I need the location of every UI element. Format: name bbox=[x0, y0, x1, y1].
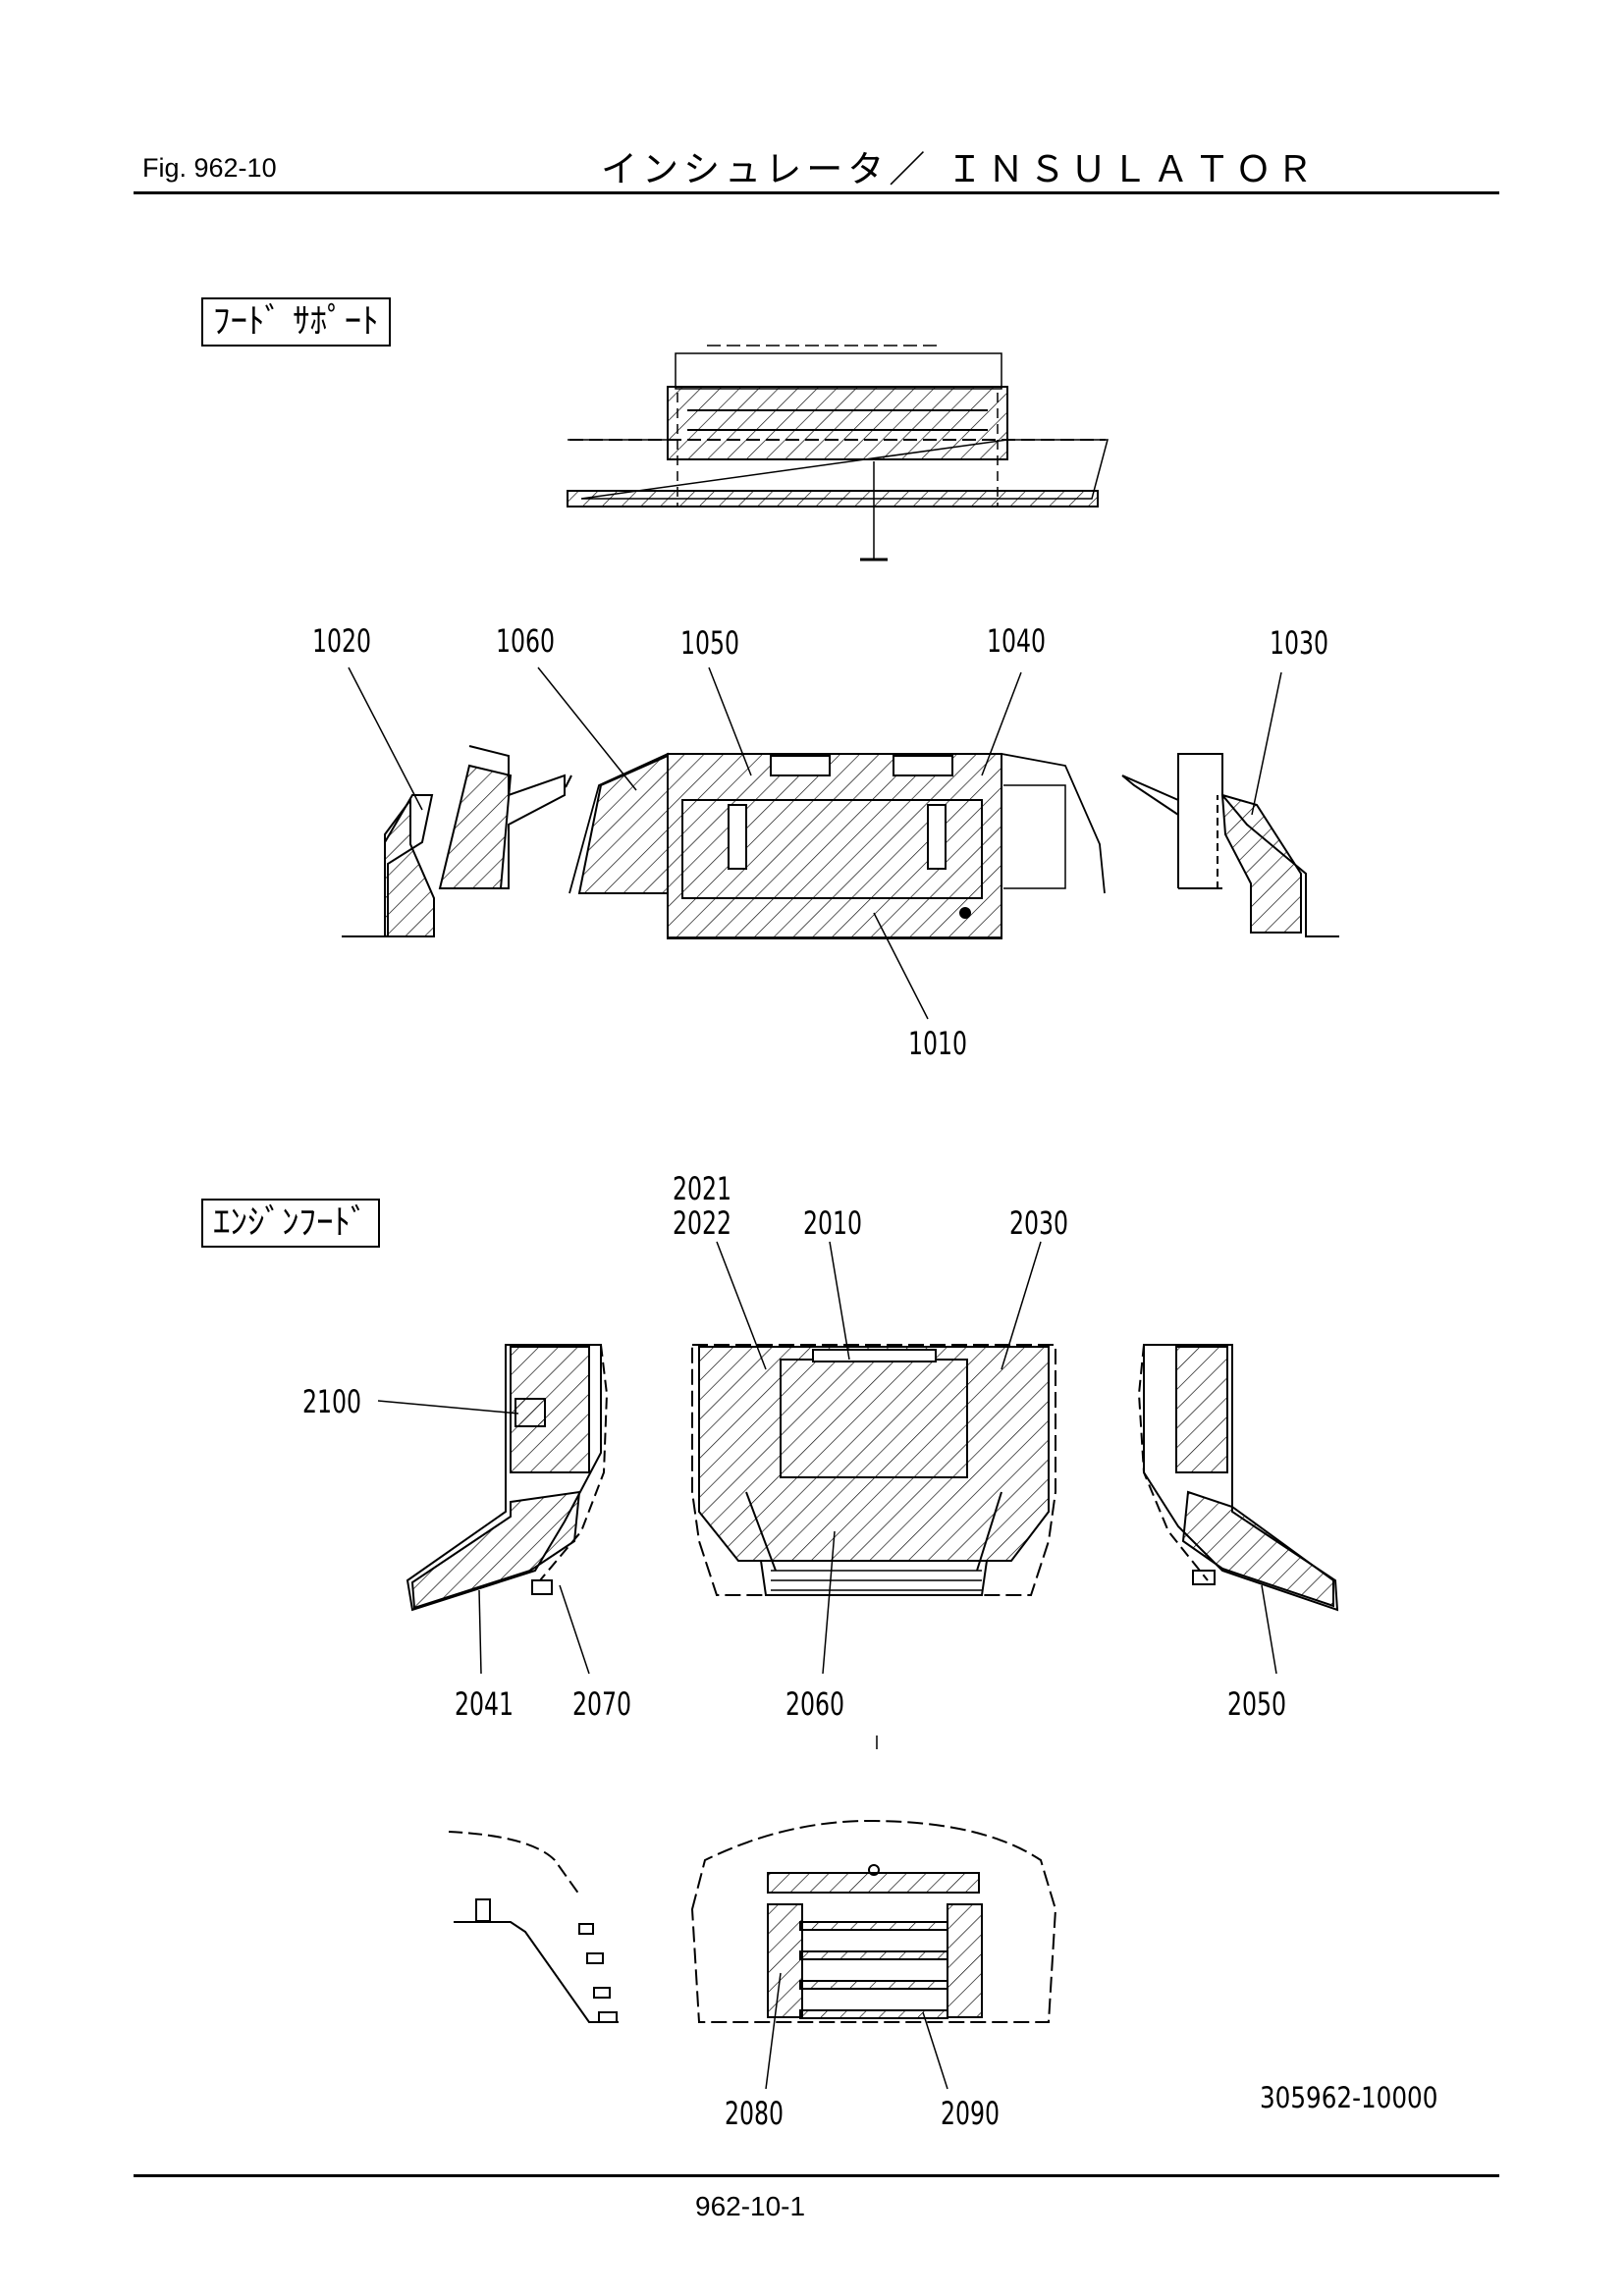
leader-lines bbox=[348, 667, 1282, 2090]
part-label-2041: 2041 bbox=[455, 1685, 514, 1723]
engine-hood-front-view bbox=[691, 1344, 1056, 1596]
part-label-1030: 1030 bbox=[1270, 624, 1329, 662]
part-label-2090: 2090 bbox=[941, 2095, 1001, 2132]
part-label-2100: 2100 bbox=[302, 1383, 362, 1420]
hood-support-top-view bbox=[567, 345, 1109, 561]
engine-hood-lower-center-detail bbox=[690, 1819, 1057, 2023]
engine-hood-lower-left-detail bbox=[448, 1831, 619, 2023]
hood-support-front-view bbox=[342, 745, 1339, 939]
section-title-hood-support: ﾌｰﾄﾞ ｻﾎﾟｰﾄ bbox=[201, 297, 391, 347]
part-label-2021: 2021 bbox=[673, 1170, 732, 1207]
part-label-2080: 2080 bbox=[725, 2095, 785, 2132]
engine-hood-right-view bbox=[1137, 1344, 1339, 1612]
footer-rule bbox=[134, 2174, 1499, 2177]
part-label-1020: 1020 bbox=[312, 622, 372, 660]
section-title-engine-hood: ｴﾝｼﾞﾝﾌｰﾄﾞ bbox=[201, 1199, 380, 1248]
part-label-2070: 2070 bbox=[572, 1685, 632, 1723]
part-label-2010: 2010 bbox=[803, 1204, 863, 1242]
part-label-2060: 2060 bbox=[785, 1685, 845, 1723]
part-label-1010: 1010 bbox=[908, 1025, 968, 1062]
part-label-2050: 2050 bbox=[1227, 1685, 1287, 1723]
engine-hood-left-view bbox=[406, 1344, 609, 1612]
drawing-number: 305962-10000 bbox=[1260, 2081, 1438, 2114]
header-rule bbox=[134, 191, 1499, 194]
part-label-2030: 2030 bbox=[1009, 1204, 1069, 1242]
part-label-1050: 1050 bbox=[680, 624, 740, 662]
part-label-1060: 1060 bbox=[496, 622, 556, 660]
part-label-1040: 1040 bbox=[987, 622, 1047, 660]
figure-number: Fig. 962-10 bbox=[142, 153, 277, 183]
part-label-2022: 2022 bbox=[673, 1204, 732, 1242]
page-number: 962-10-1 bbox=[695, 2191, 806, 2221]
page-title: インシュレータ／ ＩＮＳＵＬＡＴＯＲ bbox=[601, 148, 1319, 190]
